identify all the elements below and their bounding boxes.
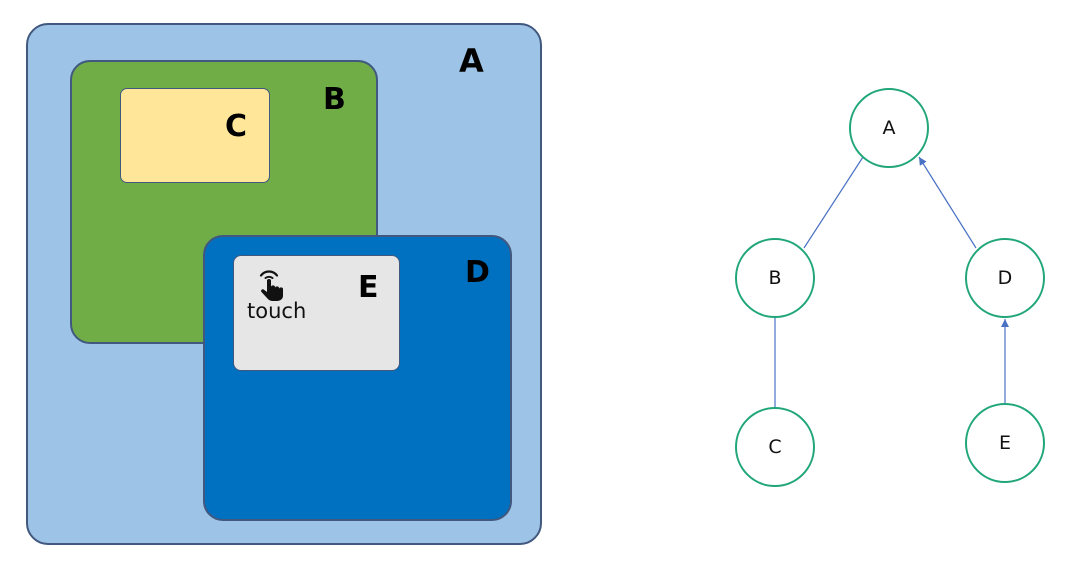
tree-node-e: E xyxy=(965,403,1045,483)
box-a-label: A xyxy=(459,42,484,80)
box-e-label: E xyxy=(358,270,379,305)
edge-b-a xyxy=(803,156,864,249)
box-b-label: B xyxy=(323,82,346,117)
box-c xyxy=(120,88,270,183)
tree-node-c-label: C xyxy=(768,436,781,458)
box-d-label: D xyxy=(465,255,490,290)
tree-node-d-label: D xyxy=(998,267,1013,289)
tree-node-d: D xyxy=(965,238,1045,318)
edge-d-a xyxy=(918,156,977,249)
box-c-label: C xyxy=(225,109,248,144)
tree-node-b: B xyxy=(735,238,815,318)
tree-node-a-label: A xyxy=(883,117,896,139)
tree-node-a: A xyxy=(849,88,929,168)
tree-node-b-label: B xyxy=(768,267,781,289)
tree-node-c: C xyxy=(735,407,815,487)
tree-node-e-label: E xyxy=(999,432,1011,454)
touch-label: touch xyxy=(247,299,307,323)
hand-pointer-icon xyxy=(259,270,283,301)
